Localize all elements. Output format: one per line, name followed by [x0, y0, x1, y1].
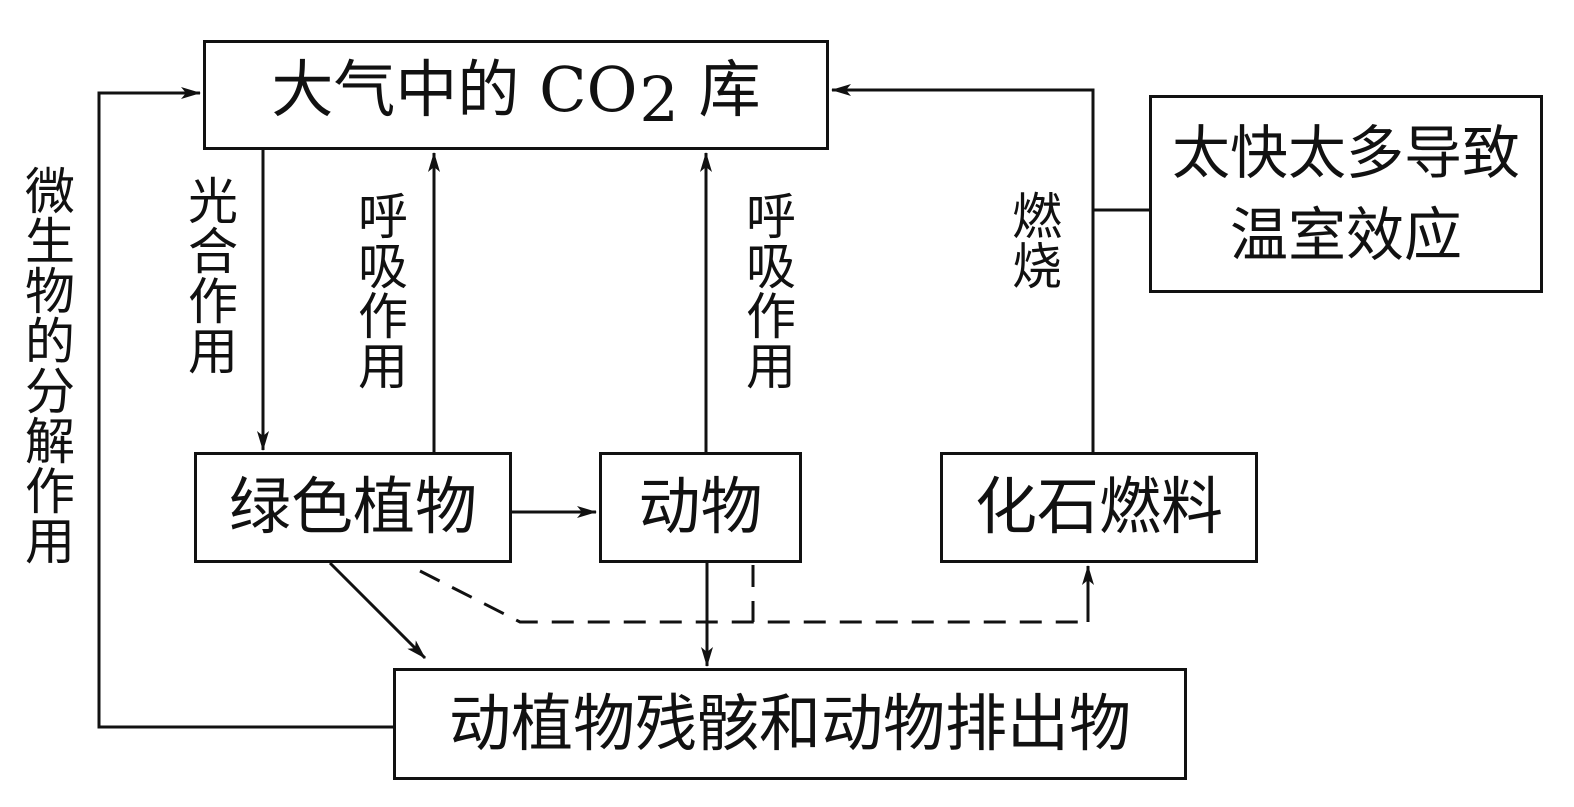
- atmosphere-co2-label: 大气中的 CO2 库: [271, 52, 761, 136]
- animals-label: 动物: [638, 470, 763, 544]
- remains-label: 动植物残骸和动物排出物: [448, 686, 1131, 760]
- remains-box: 动植物残骸和动物排出物: [393, 668, 1187, 780]
- atmosphere-co2-box: 大气中的 CO2 库: [203, 40, 829, 150]
- green-plants-label: 绿色植物: [228, 470, 477, 544]
- photosynthesis-label: 光合作用: [180, 175, 238, 375]
- greenhouse-effect-box: 太快太多导致温室效应: [1149, 95, 1543, 293]
- greenhouse-effect-label: 太快太多导致温室效应: [1171, 119, 1520, 269]
- combustion-arrow: [831, 84, 1095, 452]
- animals-box: 动物: [599, 452, 802, 563]
- combustion-label: 燃烧: [1004, 190, 1062, 290]
- plant-respiration-label: 呼吸作用: [350, 190, 408, 390]
- decomposition-label: 微生物的分解作用: [17, 165, 75, 565]
- plants-to-fossil-dashed: [419, 569, 1088, 624]
- animal-respiration-label: 呼吸作用: [738, 190, 796, 390]
- fossil-fuels-label: 化石燃料: [974, 470, 1223, 544]
- green-plants-box: 绿色植物: [194, 452, 512, 563]
- fossil-fuels-box: 化石燃料: [940, 452, 1258, 563]
- plants-to-remains-arrow: [328, 561, 427, 660]
- decomposition-arrow: [97, 87, 395, 729]
